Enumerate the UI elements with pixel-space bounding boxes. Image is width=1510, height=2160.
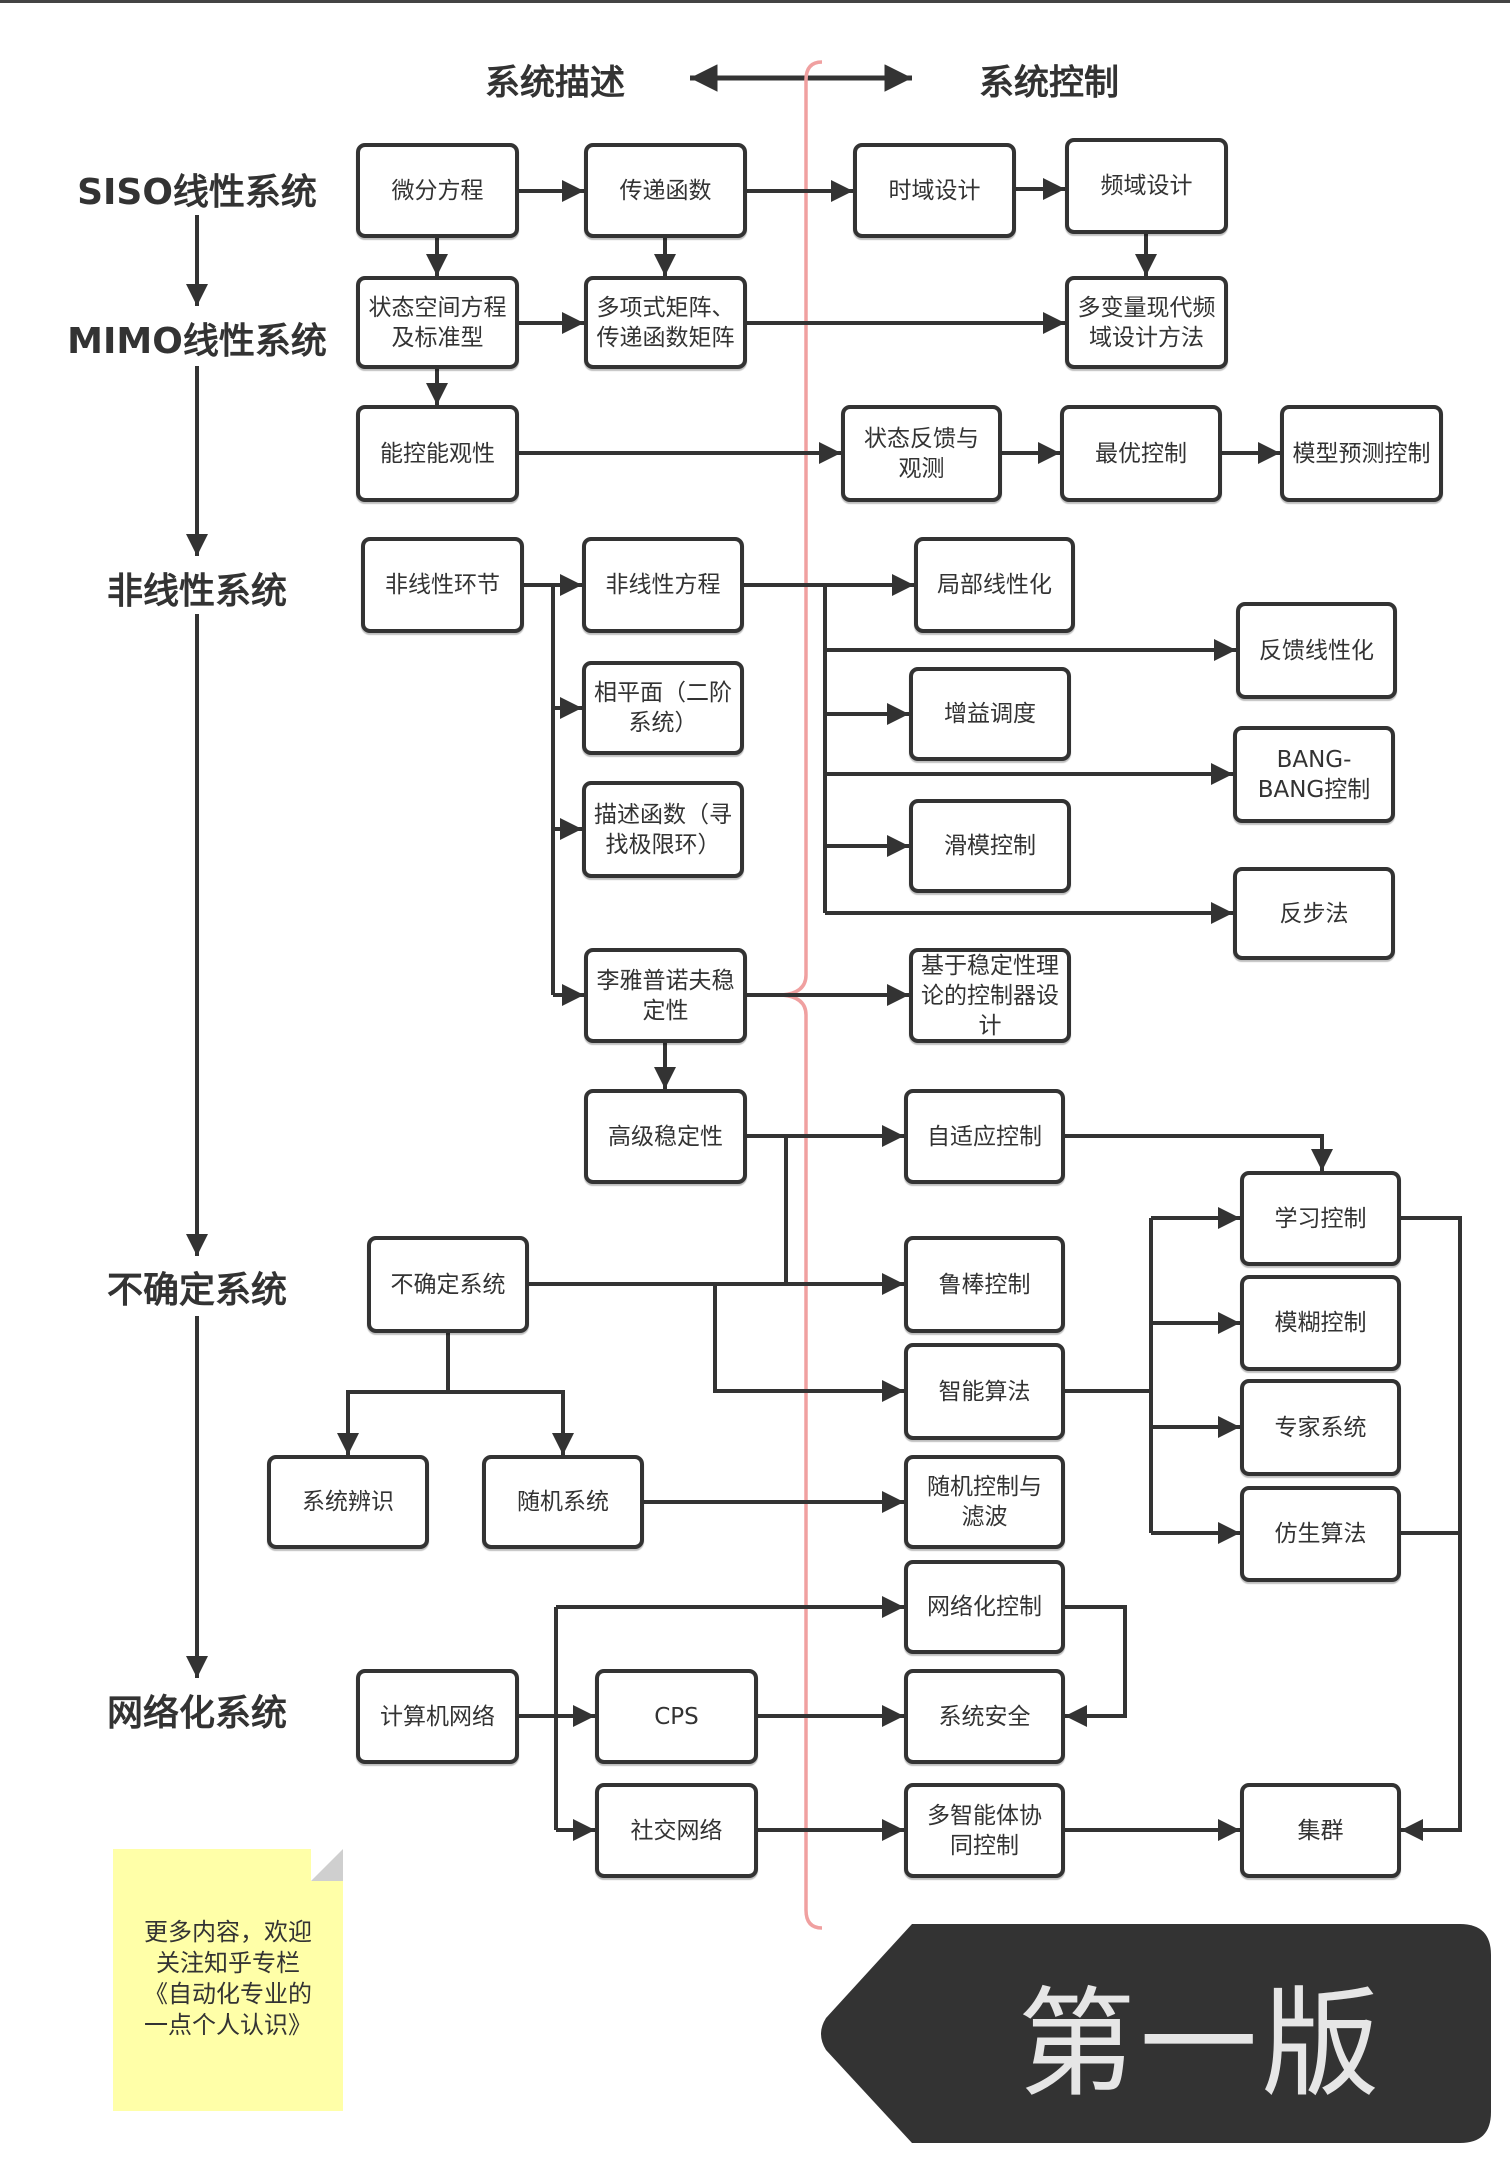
node-backstepping[interactable]: 反步法 (1233, 867, 1395, 960)
node-system-identification[interactable]: 系统辨识 (267, 1455, 429, 1549)
edge-adaptive-learning (1065, 1134, 1333, 1171)
node-lyapunov-stability[interactable]: 李雅普诺夫稳定性 (584, 948, 747, 1043)
version-banner-text: 第一版 (1017, 1975, 1384, 2113)
node-adaptive-control[interactable]: 自适应控制 (904, 1089, 1065, 1184)
top-border (0, 0, 1510, 3)
node-differential-equation[interactable]: 微分方程 (356, 143, 519, 238)
node-nonlinear-equation[interactable]: 非线性方程 (582, 537, 744, 633)
level-nonlinear: 非线性系统 (102, 562, 292, 614)
edge-networkedctrl-security (1065, 1605, 1127, 1727)
node-bionic-algorithms[interactable]: 仿生算法 (1240, 1486, 1401, 1582)
node-nonlinear-element[interactable]: 非线性环节 (361, 537, 524, 633)
node-cps[interactable]: CPS (595, 1669, 758, 1764)
sticky-note: 更多内容，欢迎 关注知乎专栏 《自动化专业的 一点个人认识》 (113, 1849, 343, 2111)
node-multi-agent-cooperative-control[interactable]: 多智能体协同控制 (904, 1783, 1065, 1878)
node-expert-system[interactable]: 专家系统 (1240, 1379, 1401, 1476)
version-banner: 第一版 (820, 1924, 1491, 2143)
node-local-linearization[interactable]: 局部线性化 (914, 537, 1075, 633)
edge-uncertain-intelligent (713, 1284, 904, 1402)
banner-shape (821, 1924, 1491, 2143)
node-controllability-observability[interactable]: 能控能观性 (356, 405, 519, 502)
node-fuzzy-control[interactable]: 模糊控制 (1240, 1275, 1401, 1371)
header-system-description: 系统描述 (484, 63, 626, 104)
node-social-network[interactable]: 社交网络 (595, 1783, 758, 1878)
page-fold-icon (311, 1849, 343, 1881)
node-computer-network[interactable]: 计算机网络 (356, 1669, 519, 1764)
level-uncertain: 不确定系统 (102, 1261, 292, 1313)
node-optimal-control[interactable]: 最优控制 (1060, 405, 1222, 502)
node-time-domain-design[interactable]: 时域设计 (853, 143, 1016, 238)
node-stochastic-system[interactable]: 随机系统 (482, 1455, 644, 1549)
node-stochastic-control-filtering[interactable]: 随机控制与滤波 (904, 1455, 1065, 1549)
edge-split-stochastic (448, 1390, 574, 1455)
node-intelligent-algorithms[interactable]: 智能算法 (904, 1343, 1065, 1440)
node-model-predictive-control[interactable]: 模型预测控制 (1280, 405, 1443, 502)
node-describing-function[interactable]: 描述函数（寻找极限环） (582, 781, 744, 878)
header-system-control: 系统控制 (978, 63, 1120, 104)
node-learning-control[interactable]: 学习控制 (1240, 1171, 1401, 1266)
node-transfer-function[interactable]: 传递函数 (584, 143, 747, 238)
node-sliding-mode-control[interactable]: 滑模控制 (909, 799, 1071, 893)
node-gain-scheduling[interactable]: 增益调度 (909, 667, 1071, 761)
node-state-feedback[interactable]: 状态反馈与观测 (841, 405, 1002, 502)
node-bang-bang-control[interactable]: BANG-BANG控制 (1233, 726, 1395, 823)
node-multivariable-frequency[interactable]: 多变量现代频域设计方法 (1065, 276, 1228, 369)
node-phase-plane[interactable]: 相平面（二阶系统） (582, 661, 744, 755)
edge-split-sysid (337, 1390, 448, 1455)
node-feedback-linearization[interactable]: 反馈线性化 (1236, 602, 1397, 699)
level-networked: 网络化系统 (102, 1684, 292, 1736)
node-system-security[interactable]: 系统安全 (904, 1669, 1065, 1764)
node-polynomial-matrix[interactable]: 多项式矩阵、传递函数矩阵 (584, 276, 747, 369)
node-frequency-domain-design[interactable]: 频域设计 (1065, 138, 1228, 234)
sticky-note-text: 更多内容，欢迎 关注知乎专栏 《自动化专业的 一点个人认识》 (144, 1918, 312, 2039)
edge-learning-swarm (1401, 1216, 1462, 1841)
node-uncertain-system[interactable]: 不确定系统 (367, 1236, 529, 1333)
node-robust-control[interactable]: 鲁棒控制 (904, 1236, 1065, 1333)
level-siso: SISO线性系统 (73, 163, 321, 215)
node-state-space[interactable]: 状态空间方程及标准型 (356, 276, 519, 369)
node-swarm[interactable]: 集群 (1240, 1783, 1401, 1878)
level-mimo: MIMO线性系统 (63, 312, 331, 364)
node-networked-control[interactable]: 网络化控制 (904, 1560, 1065, 1654)
node-advanced-stability[interactable]: 高级稳定性 (584, 1089, 747, 1184)
node-stability-based-controller[interactable]: 基于稳定性理论的控制器设计 (909, 948, 1071, 1043)
